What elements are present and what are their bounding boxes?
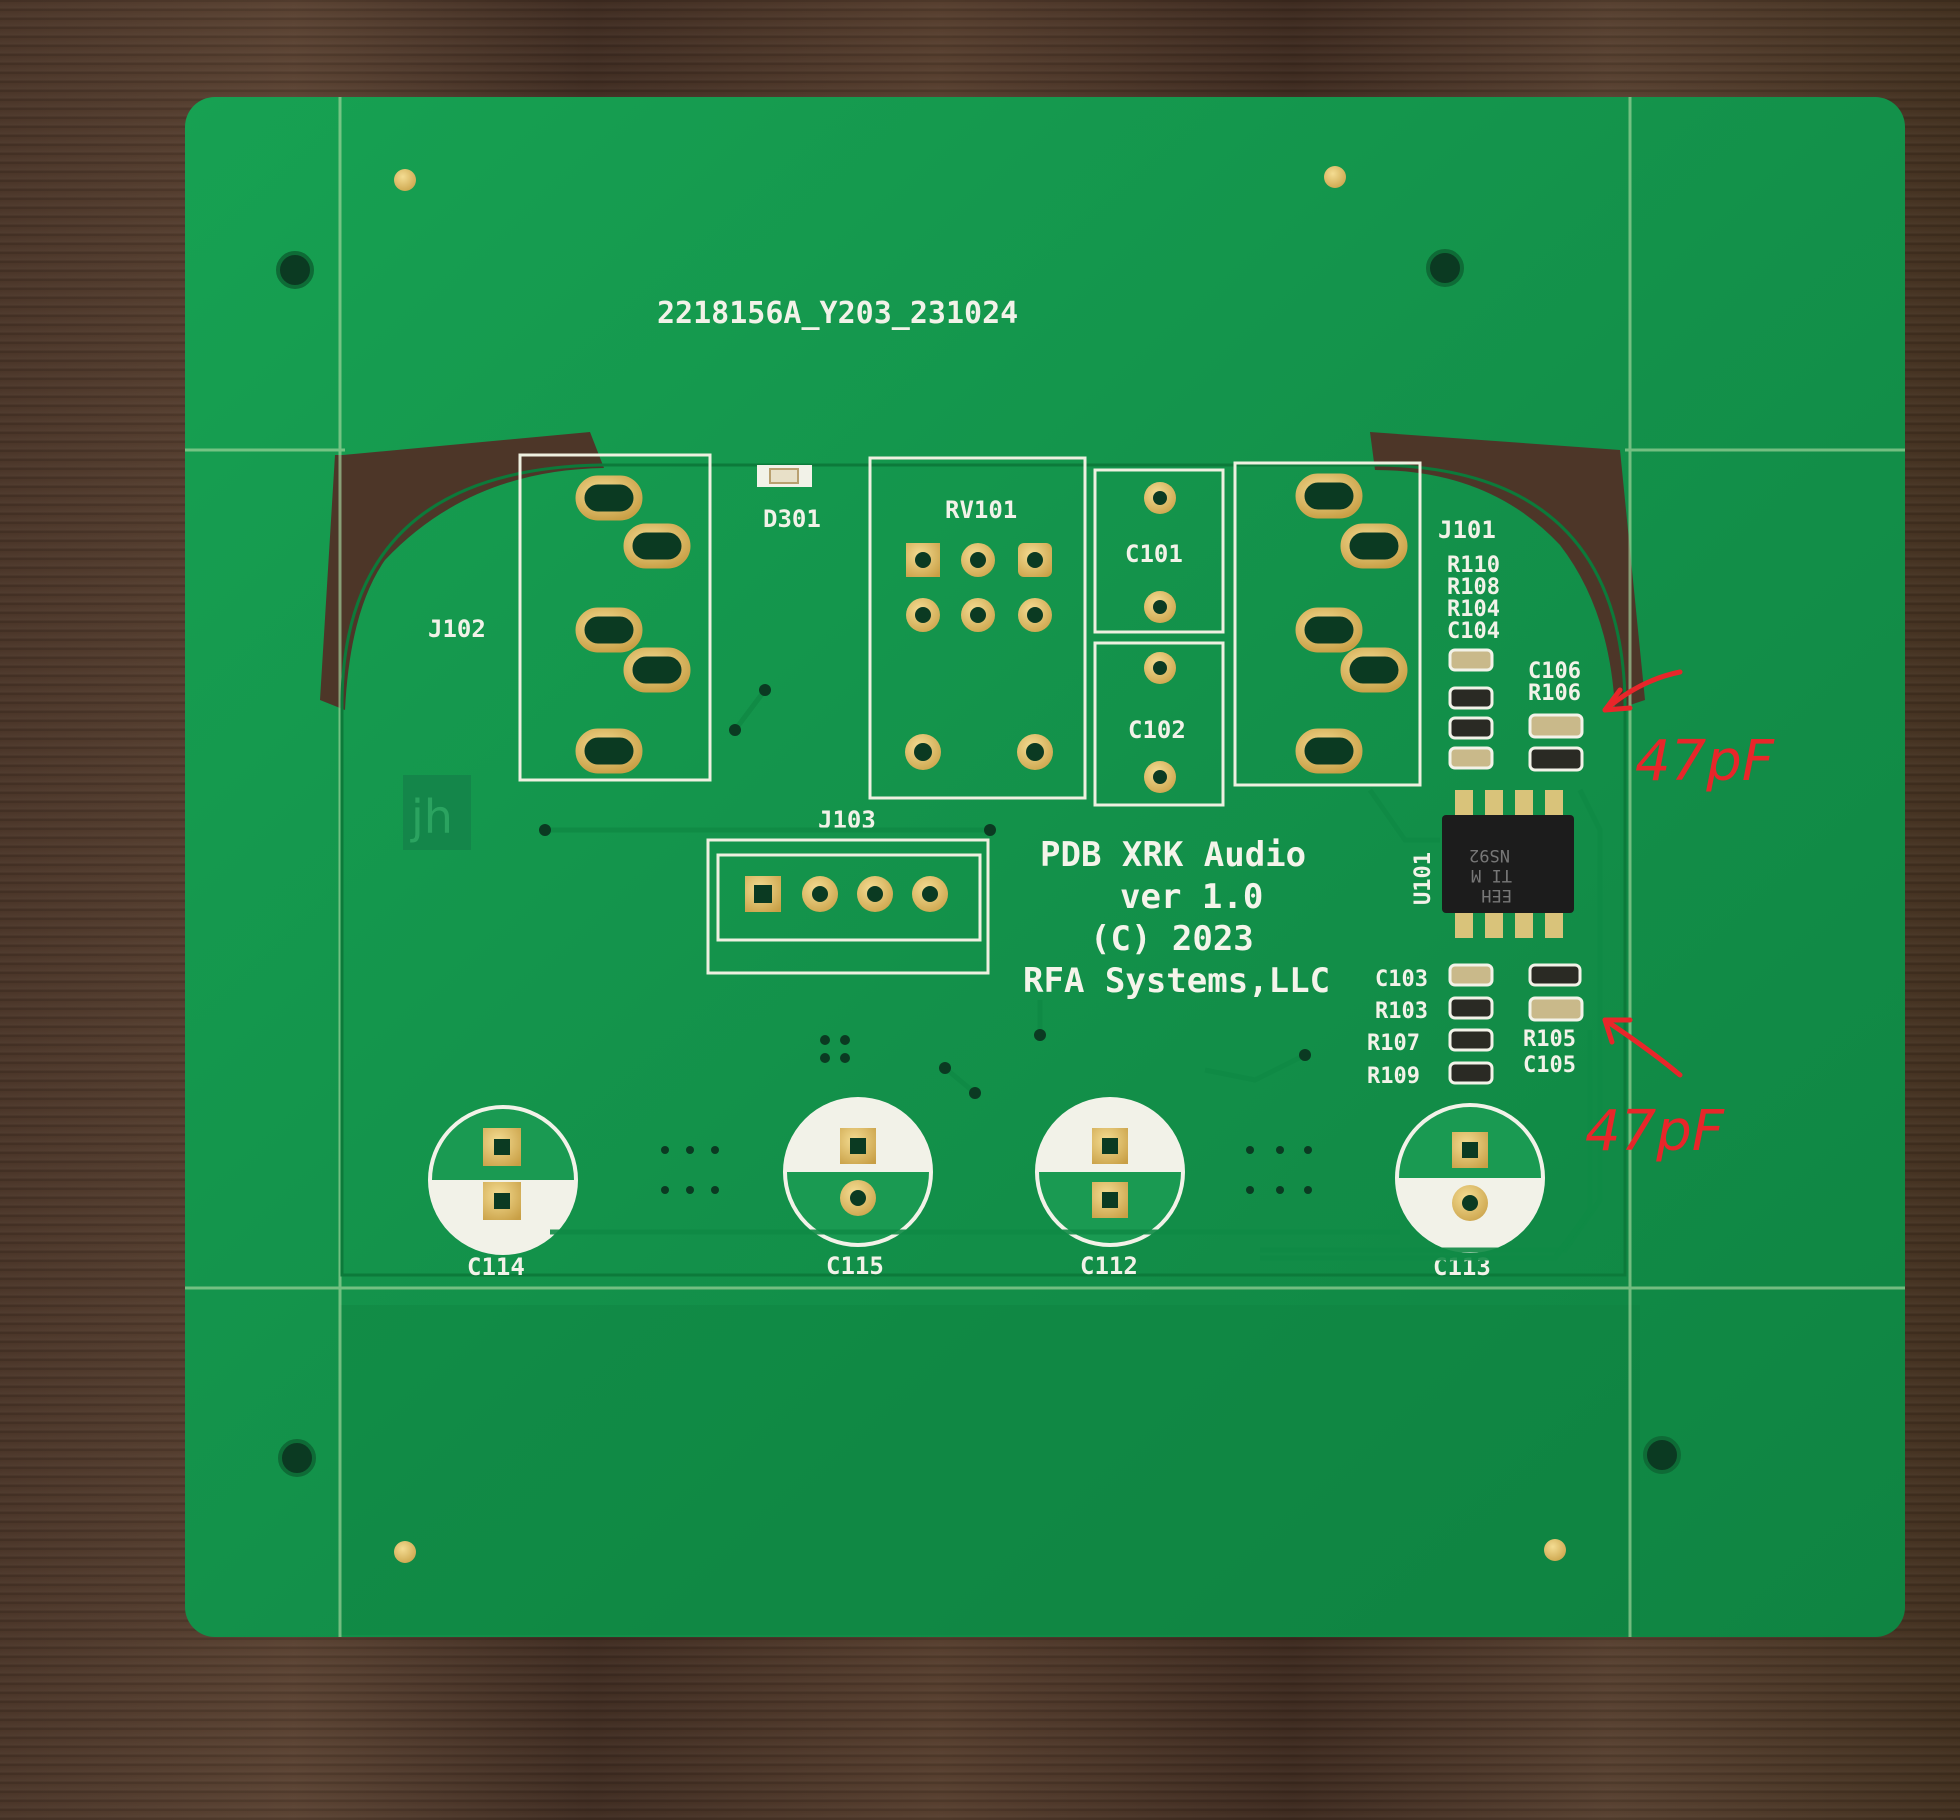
rv101-potentiometer bbox=[868, 456, 1087, 800]
c104-label: C104 bbox=[1447, 619, 1500, 644]
bottom-rail-shade bbox=[340, 1305, 1640, 1635]
r106-label: R106 bbox=[1528, 681, 1581, 706]
j101-connector bbox=[1233, 461, 1422, 787]
j102-label: J102 bbox=[428, 615, 486, 643]
r103-label: R103 bbox=[1375, 999, 1428, 1024]
r107-label: R107 bbox=[1367, 1031, 1420, 1056]
c113-electrolytic bbox=[1395, 1103, 1545, 1253]
c112-electrolytic bbox=[1035, 1097, 1185, 1247]
c101-label: C101 bbox=[1125, 540, 1183, 568]
chip-marking-2: TI M bbox=[1471, 865, 1512, 885]
c103-label: C103 bbox=[1375, 967, 1428, 992]
annotation-arrow-bottom bbox=[1602, 1017, 1683, 1078]
chip-marking-3: EEH bbox=[1481, 885, 1512, 905]
order-code-label: 2218156A_Y203_231024 bbox=[657, 296, 1018, 331]
title-line-2: ver 1.0 bbox=[1120, 877, 1263, 917]
fiducials bbox=[394, 166, 1566, 1563]
jh-logo bbox=[403, 775, 471, 850]
u101-label: U101 bbox=[1411, 852, 1436, 905]
r108-label: R108 bbox=[1447, 575, 1500, 600]
annotation-top-value: 47pF bbox=[1635, 729, 1775, 794]
smd-passives-upper bbox=[1448, 648, 1584, 772]
r105-label: R105 bbox=[1523, 1027, 1576, 1052]
j102-connector bbox=[518, 453, 712, 782]
c114-electrolytic bbox=[428, 1105, 578, 1255]
left-cutout-slot bbox=[320, 432, 604, 710]
title-line-1: PDB XRK Audio bbox=[1040, 835, 1306, 875]
c115-label: C115 bbox=[826, 1252, 884, 1280]
jh-logo-text: jh bbox=[410, 790, 453, 844]
d301-label: D301 bbox=[763, 505, 821, 533]
mounting-holes bbox=[276, 249, 1681, 1477]
r104-label: R104 bbox=[1447, 597, 1500, 622]
j103-header bbox=[706, 838, 990, 975]
rv101-label: RV101 bbox=[945, 496, 1017, 524]
c114-label: C114 bbox=[467, 1253, 525, 1281]
d301-led-body bbox=[769, 468, 799, 484]
r109-label: R109 bbox=[1367, 1064, 1420, 1089]
c102-capacitor bbox=[1093, 641, 1225, 807]
j101-label: J101 bbox=[1438, 516, 1496, 544]
copper-traces bbox=[545, 688, 1603, 1261]
vias bbox=[539, 684, 1312, 1194]
annotation-arrow-top bbox=[1602, 669, 1683, 713]
v-score-lines bbox=[185, 97, 1905, 1637]
r110-label: R110 bbox=[1447, 553, 1500, 578]
c105-label: C105 bbox=[1523, 1053, 1576, 1078]
c101-capacitor bbox=[1093, 468, 1225, 634]
smd-passives-lower bbox=[1448, 963, 1584, 1085]
title-line-3: (C) 2023 bbox=[1090, 919, 1254, 959]
u101-opamp-chip bbox=[1442, 790, 1574, 938]
right-cutout-slot bbox=[1370, 432, 1645, 710]
c102-label: C102 bbox=[1128, 716, 1186, 744]
c106-label: C106 bbox=[1528, 659, 1581, 684]
title-line-4: RFA Systems,LLC bbox=[1023, 961, 1330, 1001]
chip-marking-1: NS92 bbox=[1469, 845, 1510, 865]
board-edge bbox=[340, 463, 1627, 1277]
annotation-bottom-value: 47pF bbox=[1585, 1099, 1725, 1164]
c112-label: C112 bbox=[1080, 1252, 1138, 1280]
c115-electrolytic bbox=[783, 1097, 933, 1247]
